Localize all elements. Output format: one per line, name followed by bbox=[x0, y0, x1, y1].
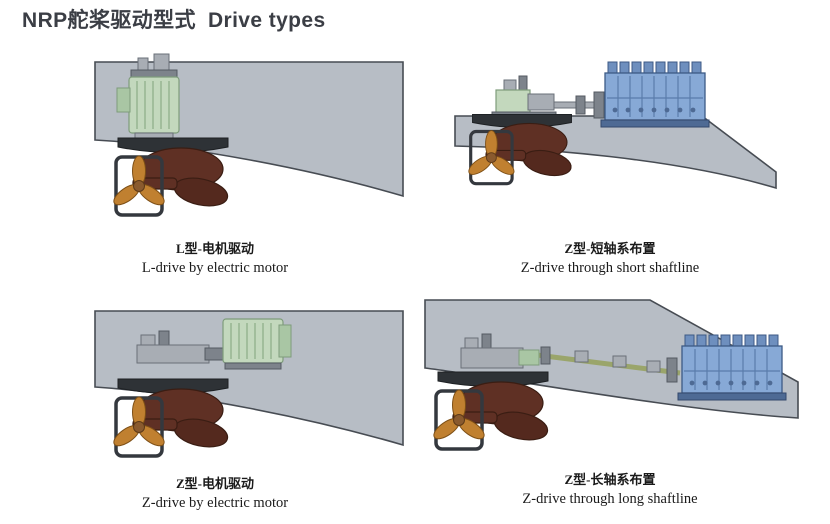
z-drive-short-illustration bbox=[454, 61, 777, 190]
caption-zh: Z型-短轴系布置 bbox=[564, 241, 656, 256]
caption-en: L-drive by electric motor bbox=[141, 260, 289, 276]
short-shaftline bbox=[549, 91, 605, 119]
thruster-top-unit bbox=[460, 333, 540, 369]
page-title-en: Drive types bbox=[207, 9, 326, 32]
thruster-top-unit bbox=[491, 75, 557, 119]
caption-zh: Z型-长轴系布置 bbox=[564, 472, 656, 487]
caption-en: Z-drive through short shaftline bbox=[520, 260, 700, 276]
figure-caption: Z型-长轴系布置 Z-drive through long shaftline bbox=[415, 469, 805, 508]
thruster-top-unit bbox=[136, 330, 228, 364]
l-drive-illustration bbox=[94, 53, 404, 222]
diesel-engine bbox=[600, 61, 710, 128]
figure-z-drive-electric-motor: Z型-电机驱动 Z-drive by electric motor bbox=[75, 295, 420, 520]
azimuth-thruster bbox=[111, 138, 230, 215]
long-shaftline bbox=[536, 346, 681, 383]
z-drive-long-illustration bbox=[424, 299, 799, 463]
figure-z-drive-long-shaftline: Z型-长轴系布置 Z-drive through long shaftline bbox=[415, 288, 815, 520]
figure-caption: Z型-电机驱动 Z-drive by electric motor bbox=[75, 473, 355, 512]
figure-l-drive-electric-motor: L型-电机驱动 L-drive by electric motor bbox=[75, 50, 420, 280]
caption-zh: Z型-电机驱动 bbox=[175, 476, 254, 491]
page-title: NRP舵桨驱动型式 Drive types bbox=[22, 4, 326, 34]
caption-en: Z-drive through long shaftline bbox=[522, 491, 698, 507]
z-drive-electric-illustration bbox=[94, 310, 404, 467]
electric-motor bbox=[222, 318, 292, 370]
page-title-zh: NRP舵桨驱动型式 bbox=[22, 9, 196, 32]
figure-caption: L型-电机驱动 L-drive by electric motor bbox=[75, 238, 355, 277]
figure-z-drive-short-shaftline: Z型-短轴系布置 Z-drive through short shaftline bbox=[440, 52, 800, 282]
figure-caption: Z型-短轴系布置 Z-drive through short shaftline bbox=[440, 238, 780, 277]
caption-en: Z-drive by electric motor bbox=[141, 495, 289, 511]
azimuth-thruster bbox=[431, 372, 550, 449]
caption-zh: L型-电机驱动 bbox=[175, 241, 254, 256]
